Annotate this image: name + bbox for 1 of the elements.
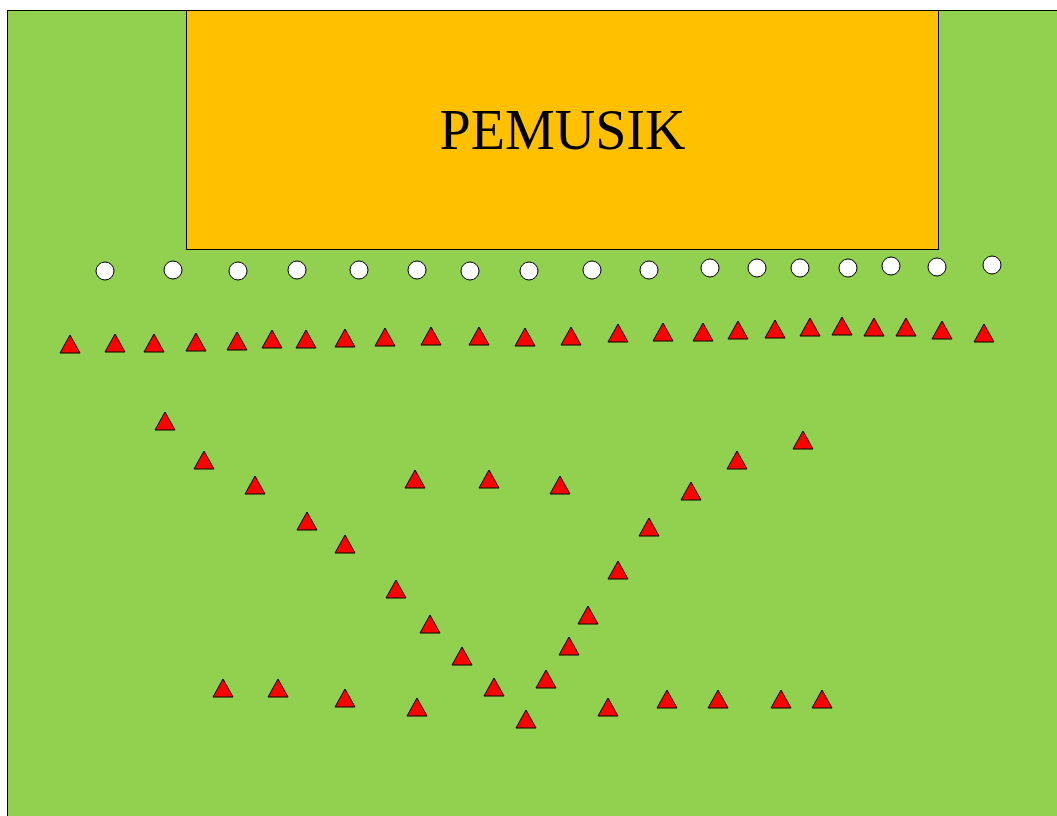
stage-label: PEMUSIK	[439, 98, 686, 162]
